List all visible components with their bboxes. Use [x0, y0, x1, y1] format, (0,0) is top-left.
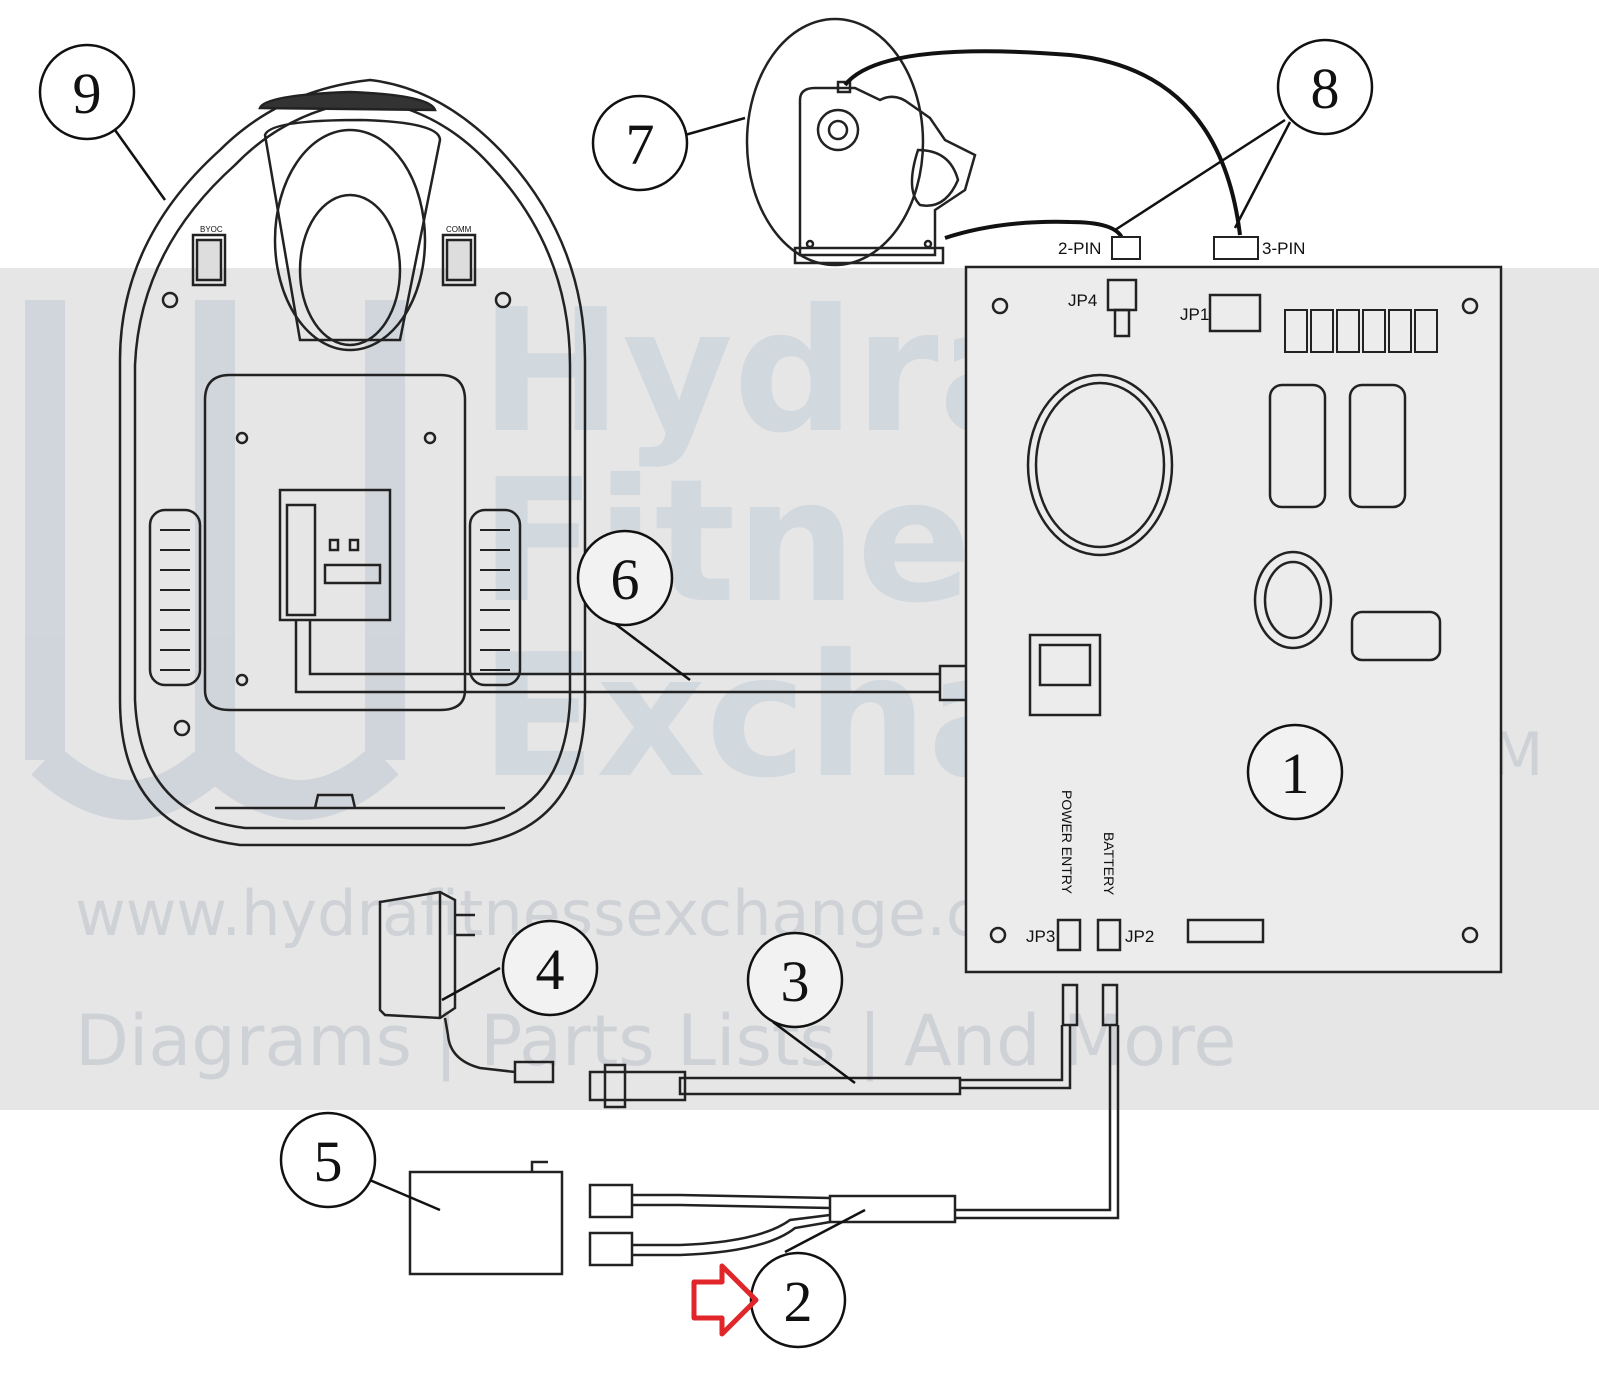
- power-adapter: [378, 890, 555, 1084]
- battery-cable: [588, 1183, 957, 1267]
- console-port-right-label: COMM: [446, 225, 472, 234]
- highlight-arrow-icon: [691, 1263, 759, 1337]
- watermark-logo: [25, 300, 405, 820]
- two-pin-plug: [1111, 236, 1141, 260]
- callout-6: 6: [576, 529, 674, 627]
- jp4-label: JP4: [1068, 291, 1097, 310]
- callout-leaders: [113, 116, 1292, 1254]
- motor-assembly: [745, 17, 977, 267]
- console-assembly: [118, 78, 587, 847]
- callout-7-number: 7: [626, 112, 655, 177]
- callout-9-number: 9: [73, 61, 102, 126]
- battery: [408, 1160, 564, 1276]
- callout-1-number: 1: [1281, 741, 1310, 806]
- callout-5-number: 5: [314, 1129, 343, 1194]
- power-cable: [588, 983, 1120, 1220]
- power-entry-label: POWER ENTRY: [1059, 790, 1075, 895]
- three-pin-plug: [1213, 236, 1259, 260]
- callout-9: 9: [38, 43, 136, 141]
- watermark-line1: Hydra: [480, 273, 1053, 471]
- watermark-tagline: Diagrams | Parts Lists | And More: [75, 1000, 1236, 1082]
- callout-5: 5: [279, 1111, 377, 1209]
- jp2-label: JP2: [1125, 927, 1154, 946]
- motor-wires: [843, 49, 1242, 240]
- callout-1: 1: [1246, 723, 1344, 821]
- jp1-label: JP1: [1180, 305, 1209, 324]
- callout-6-number: 6: [611, 547, 640, 612]
- callout-7: 7: [591, 94, 689, 192]
- callout-3: 3: [746, 931, 844, 1029]
- callout-2: 2: [749, 1251, 847, 1349]
- battery-label: BATTERY: [1101, 832, 1117, 896]
- callout-3-number: 3: [781, 949, 810, 1014]
- callout-2-number: 2: [784, 1269, 813, 1334]
- two-pin-label: 2-PIN: [1058, 239, 1101, 258]
- callout-8-number: 8: [1311, 56, 1340, 121]
- console-port-left-label: BYOC: [200, 225, 223, 234]
- jp3-label: JP3: [1026, 927, 1055, 946]
- callout-4-number: 4: [536, 937, 565, 1002]
- control-board: [964, 265, 1503, 974]
- callout-8: 8: [1276, 38, 1374, 136]
- three-pin-label: 3-PIN: [1262, 239, 1305, 258]
- callout-4: 4: [501, 919, 599, 1017]
